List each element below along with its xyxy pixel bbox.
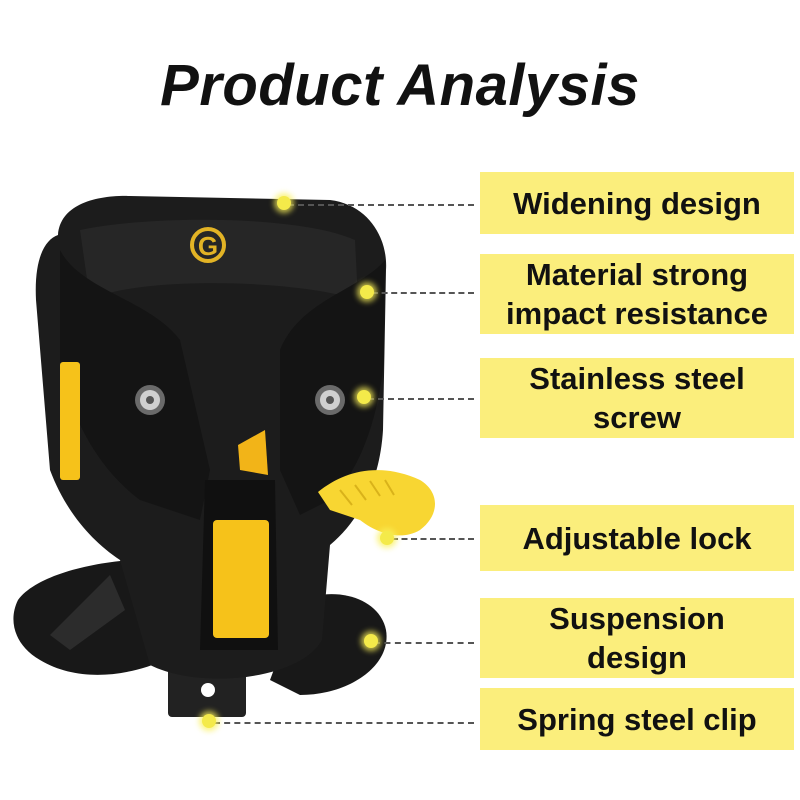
leader-lock: [392, 538, 474, 540]
leader-clip: [214, 722, 474, 724]
logo-letter: G: [198, 231, 218, 261]
leader-widening: [288, 204, 474, 206]
label-adjustable-lock: Adjustable lock: [480, 505, 794, 571]
leader-material: [372, 292, 474, 294]
label-widening-design: Widening design: [480, 172, 794, 234]
page-title: Product Analysis: [160, 53, 640, 118]
dot-suspension: [364, 634, 378, 648]
lock-lever: [318, 470, 435, 536]
dot-screw: [357, 390, 371, 404]
dot-widening: [277, 196, 291, 210]
label-spring-steel-clip: Spring steel clip: [480, 688, 794, 750]
leader-suspension: [374, 642, 474, 644]
label-stainless-steel-screw: Stainless steel screw: [480, 358, 794, 438]
brand-logo: G: [190, 227, 226, 263]
dot-clip: [202, 714, 216, 728]
left-screw: [135, 385, 165, 415]
dot-lock: [380, 531, 394, 545]
dot-material: [360, 285, 374, 299]
label-suspension-design: Suspension design: [480, 598, 794, 678]
label-material-strong-impact-resistance: Material strong impact resistance: [480, 254, 794, 334]
right-screw: [315, 385, 345, 415]
leader-screw: [368, 398, 474, 400]
